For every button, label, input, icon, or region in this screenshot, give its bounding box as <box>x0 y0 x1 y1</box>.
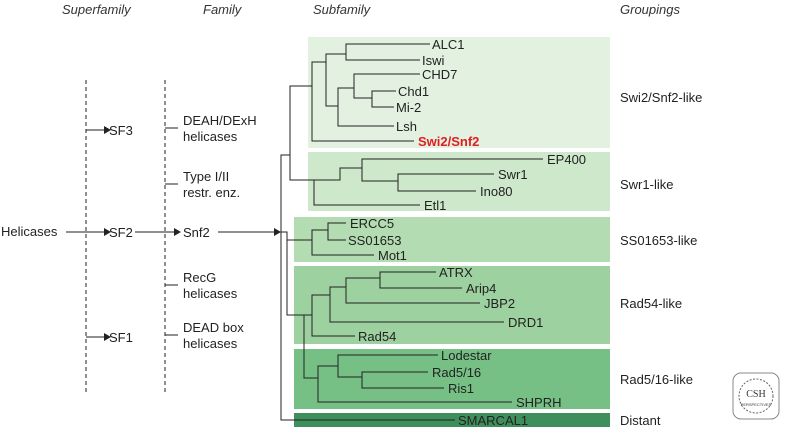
branch-atrx <box>329 271 436 295</box>
root-helicases: Helicases <box>1 224 58 239</box>
branch-swi-clade <box>289 85 312 155</box>
branch-jbp2 <box>345 287 480 304</box>
branch-ep400 <box>361 158 543 168</box>
branch-arip4 <box>379 278 462 289</box>
swi-sub3 <box>325 62 338 107</box>
header-superfamily: Superfamily <box>62 2 132 17</box>
rad516-trunk <box>303 315 318 379</box>
grouping-rad54-like: Rad54-like <box>620 296 682 311</box>
swi-sub2 <box>311 86 332 142</box>
sf1-arrowhead <box>104 333 111 341</box>
branch-swr-trunk <box>289 155 302 181</box>
tree-arrowhead <box>274 228 281 236</box>
branch-ss01653 <box>327 230 346 241</box>
sf1-label: SF1 <box>109 330 133 345</box>
branch-ris1 <box>361 377 444 389</box>
leaf-ss01653: SS01653 <box>348 233 402 248</box>
branch-ercc5 <box>298 222 346 241</box>
header-family: Family <box>203 2 243 17</box>
branch-iswi <box>345 54 420 61</box>
leaf-arip4: Arip4 <box>466 281 496 296</box>
family-dead-line1: DEAD box <box>183 320 244 335</box>
branch-drd1 <box>329 295 504 323</box>
leaf-swr1: Swr1 <box>498 167 528 182</box>
leaf-rad516: Rad5/16 <box>432 365 481 380</box>
leaf-chd1: Chd1 <box>398 84 429 99</box>
family-type-line1: Type I/II <box>183 169 229 184</box>
logo-frame <box>732 372 780 420</box>
group-box-swi2snf2 <box>308 37 610 148</box>
leaf-ep400: EP400 <box>547 152 586 167</box>
family-recg-line1: RecG <box>183 270 216 285</box>
family-snf2: Snf2 <box>183 225 210 240</box>
grouping-ss01653-like: SS01653-like <box>620 233 697 248</box>
swi-sub1 <box>311 61 326 86</box>
leaf-atrx: ATRX <box>439 265 473 280</box>
grouping-swr1-like: Swr1-like <box>620 177 673 192</box>
grouping-rad516-like: Rad5/16-like <box>620 372 693 387</box>
sf3-label: SF3 <box>109 123 133 138</box>
leaf-shprh: SHPRH <box>516 395 562 410</box>
grouping-distant: Distant <box>620 413 661 428</box>
leaf-etl1: Etl1 <box>424 198 446 213</box>
branch-etl1 <box>302 179 420 206</box>
leaf-drd1: DRD1 <box>508 315 543 330</box>
branch-rad54 <box>311 315 355 337</box>
leaf-mot1: Mot1 <box>378 248 407 263</box>
leaf-ino80: Ino80 <box>480 184 513 199</box>
snf2-arrowhead <box>174 228 181 236</box>
phylogenetic-tree <box>280 43 543 421</box>
csh-perspectives-logo: CSH PERSPECTIVES <box>732 372 780 420</box>
leaf-swi2snf2-highlighted: Swi2/Snf2 <box>418 134 479 149</box>
logo-helix-ring <box>738 378 774 414</box>
leaf-ris1: Ris1 <box>448 381 474 396</box>
leaf-chd7: CHD7 <box>422 67 457 82</box>
family-deah-line1: DEAH/DExH <box>183 113 257 128</box>
leaf-jbp2: JBP2 <box>484 296 515 311</box>
logo-text-bottom: PERSPECTIVES <box>741 402 772 407</box>
branch-mi2 <box>371 98 394 108</box>
header-subfamily: Subfamily <box>313 2 372 17</box>
swr-sub1 <box>314 167 362 181</box>
rad-sub1 <box>304 294 330 316</box>
leaf-smarcal1: SMARCAL1 <box>458 413 528 428</box>
branch-lsh <box>337 106 394 127</box>
logo-text-top: CSH <box>746 389 765 400</box>
sf3-arrowhead <box>104 126 111 134</box>
leaf-alc1: ALC1 <box>432 37 465 52</box>
branch-smarcal1 <box>280 232 455 421</box>
group-box-rad54 <box>294 266 610 344</box>
branch-shprh <box>317 378 512 403</box>
sf2-label: SF2 <box>109 225 133 240</box>
group-box-swr1 <box>308 152 610 211</box>
branch-upper-trunk <box>280 154 290 232</box>
grouping-swi2snf2-like: Swi2/Snf2-like <box>620 90 702 105</box>
family-type-line2: restr. enz. <box>183 185 240 200</box>
leaf-rad54: Rad54 <box>358 329 396 344</box>
branch-mot1 <box>311 240 374 256</box>
sf2-arrowhead <box>104 228 111 236</box>
family-recg-line2: helicases <box>183 286 238 301</box>
leaf-ercc5: ERCC5 <box>350 216 394 231</box>
leaf-iswi: Iswi <box>422 53 445 68</box>
leaf-lodestar: Lodestar <box>441 348 492 363</box>
family-dead-line2: helicases <box>183 336 238 351</box>
family-deah-line2: helicases <box>183 129 238 144</box>
leaf-lsh: Lsh <box>396 119 417 134</box>
header-groupings: Groupings <box>620 2 680 17</box>
branch-rad-trunk <box>286 232 304 316</box>
branch-ino80 <box>397 181 476 192</box>
group-box-rad516 <box>294 349 610 409</box>
leaf-mi2: Mi-2 <box>396 100 421 115</box>
